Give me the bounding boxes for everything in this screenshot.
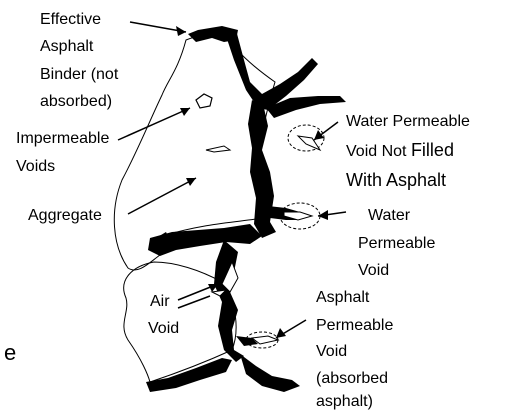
impermeable-void-shape: [196, 94, 212, 108]
label-aggregate: Aggregate: [28, 207, 102, 224]
label-asphalt-void: Asphalt Permeable Void (absorbed asphalt…: [316, 289, 398, 410]
label-effective-binder: Effective Asphalt Binder (not absorbed): [40, 11, 123, 110]
impermeable-void-sliver: [206, 146, 230, 152]
label-water-void-not-filled: Water Permeable Void Not Filled With Asp…: [346, 113, 474, 190]
label-impermeable-voids: Impermeable Voids: [16, 130, 114, 175]
label-air-void: Air Void: [148, 293, 179, 337]
label-water-void: Water Permeable Void: [358, 207, 440, 279]
asphalt-binder-films: [146, 26, 346, 392]
edge-fragment-text: e: [4, 340, 16, 365]
